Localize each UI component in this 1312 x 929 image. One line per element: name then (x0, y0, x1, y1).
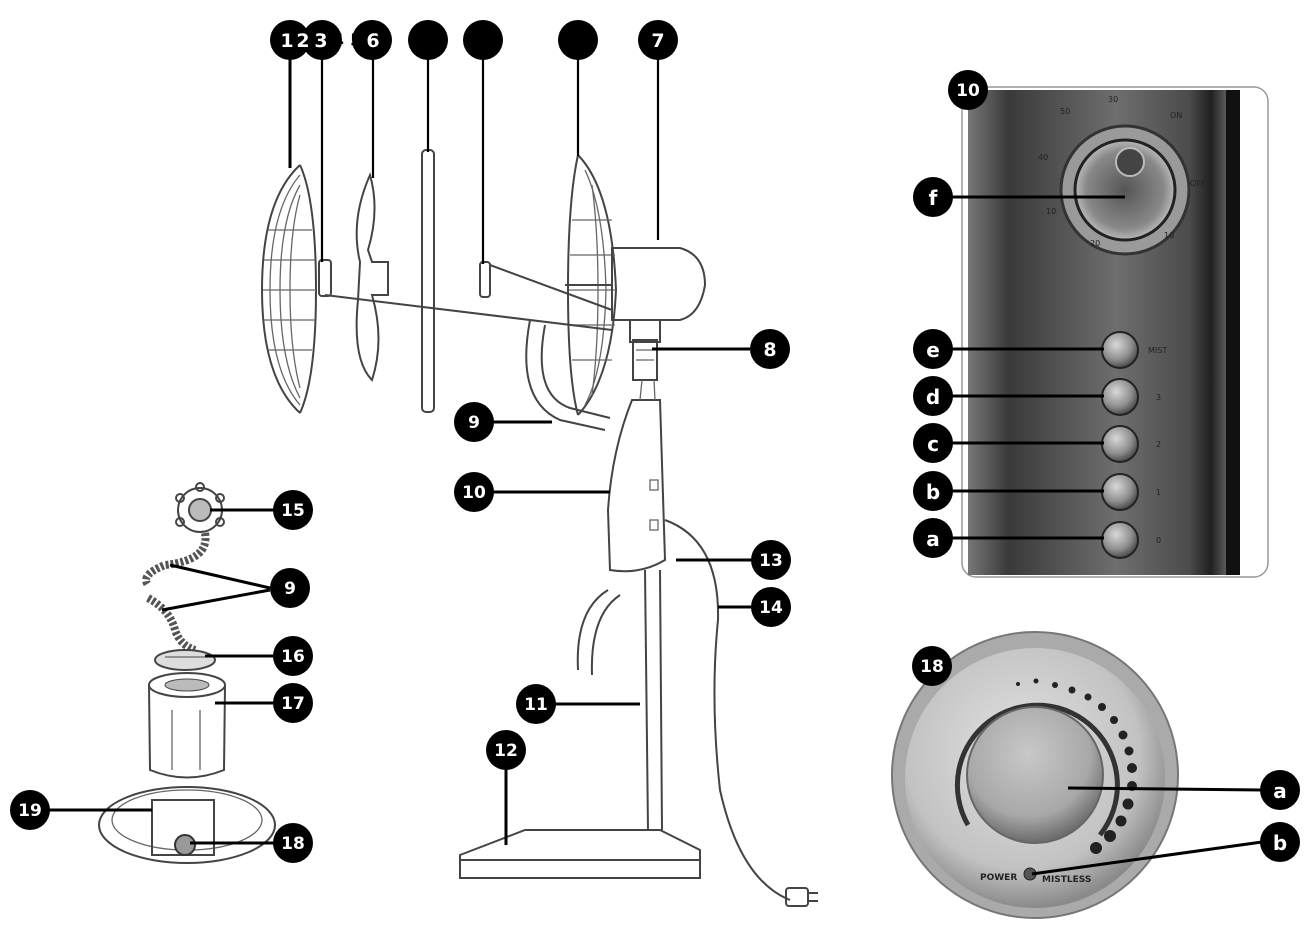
spinner-cap (319, 260, 331, 296)
power-label: POWER (980, 873, 1017, 883)
button-mark: 2 (1156, 440, 1161, 449)
blade-nut (480, 262, 490, 297)
knob-mark: OFF (1190, 179, 1206, 188)
nozzle-cap (176, 483, 224, 532)
callout-label-2: 2 (296, 30, 309, 52)
panel-number-18: 18 (920, 657, 944, 677)
callout-label-6: 6 (366, 30, 379, 52)
knob-mark: 50 (1060, 107, 1070, 116)
callout-label-18: 18 (281, 834, 305, 854)
dial-letter-b: b (1273, 831, 1287, 855)
power-cord (665, 520, 818, 906)
callout-label-3: 3 (314, 30, 327, 52)
callout-letter-f: f (929, 186, 938, 210)
callout-label-14: 14 (759, 598, 783, 618)
knob-mark: 20 (1090, 239, 1100, 248)
control-panel: 50 30 ON 40 OFF 10 20 10 MIST 3 2 1 0 (962, 87, 1268, 577)
callout-letter-b: b (926, 480, 940, 504)
knob-mark: 40 (1038, 153, 1048, 162)
callout-blank (408, 20, 448, 60)
callout-1-6: 1 2 3 4 5 6 (270, 20, 392, 60)
mistless-label: MISTLESS (1042, 875, 1091, 885)
callout-label-1: 1 (280, 30, 293, 52)
fan-front-grill (262, 165, 316, 413)
button-mark: 0 (1156, 536, 1161, 545)
mist-tube (526, 320, 620, 675)
callout-label-9: 9 (468, 413, 480, 433)
panel-number-10: 10 (956, 81, 980, 101)
callout-label-5: 5 (350, 31, 362, 51)
callout-label-10: 10 (462, 483, 486, 503)
rear-grill-ring (422, 150, 434, 412)
callout-label-13: 13 (759, 551, 783, 571)
flexible-hose (146, 533, 205, 650)
callout-label-9b: 9 (284, 579, 296, 599)
knob-mark: 30 (1108, 95, 1118, 104)
knob-mark: 10 (1164, 231, 1174, 240)
callout-letter-c: c (927, 432, 939, 456)
water-tank (149, 673, 225, 778)
callout-label-19: 19 (18, 801, 42, 821)
button-mark: 1 (1156, 488, 1161, 497)
tank-tray (99, 787, 275, 863)
callout-label-11: 11 (524, 695, 548, 715)
knob-mark: ON (1170, 111, 1182, 120)
callout-label-15: 15 (281, 501, 305, 521)
dial-letter-a: a (1273, 779, 1287, 803)
tank-lid (155, 650, 215, 670)
callout-label-12: 12 (494, 741, 518, 761)
callout-blank (558, 20, 598, 60)
callout-letter-a: a (926, 527, 940, 551)
base-plate (460, 830, 700, 878)
tilt-joint (633, 340, 657, 380)
fan-blade (357, 175, 388, 380)
control-body (608, 380, 665, 571)
callout-label-17: 17 (281, 694, 305, 714)
knob-mark: 10 (1046, 207, 1056, 216)
callout-label-7: 7 (651, 30, 664, 52)
button-mark: MIST (1148, 346, 1167, 355)
callout-label-4: 4 (332, 31, 344, 51)
stand-pole (645, 570, 662, 830)
callout-label-16: 16 (281, 647, 305, 667)
callout-letter-d: d (926, 385, 940, 409)
callout-label-8: 8 (763, 339, 776, 361)
callout-blank (463, 20, 503, 60)
button-mark: 3 (1156, 393, 1161, 402)
callout-letter-e: e (926, 338, 940, 362)
